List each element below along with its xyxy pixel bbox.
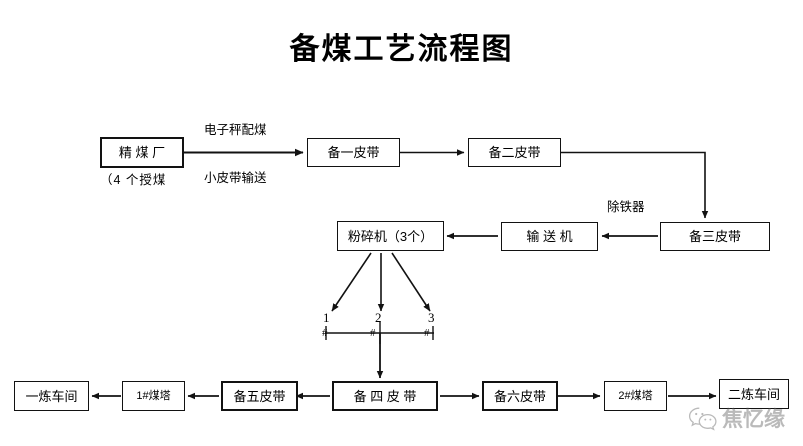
label-shoumei-note: （4 个授煤: [100, 173, 167, 187]
node-meita-2[interactable]: 2#煤塔: [604, 381, 667, 411]
node-lianche-2[interactable]: 二炼车间: [719, 379, 789, 409]
node-beier-pidai-label: 备二皮带: [488, 145, 541, 160]
connector-fensuiji-branch-1: [331, 252, 372, 312]
connector-beier-to-beisan: [561, 151, 709, 219]
node-beisi-pidai[interactable]: 备 四 皮 带: [332, 381, 438, 411]
node-meita-1[interactable]: 1#煤塔: [122, 381, 185, 411]
node-beiliu-pidai-label: 备六皮带: [493, 388, 546, 404]
label-branch-2: 2: [375, 310, 382, 325]
node-shusongji[interactable]: 输 送 机: [501, 222, 598, 251]
label-branch-1-hash: #: [322, 327, 328, 339]
node-meita-1-label: 1#煤塔: [136, 389, 171, 402]
node-lianche-1-label: 一炼车间: [25, 388, 78, 404]
node-lianche-1[interactable]: 一炼车间: [14, 381, 89, 411]
node-meita-2-label: 2#煤塔: [618, 389, 653, 402]
label-xiaopidai-shusong: 小皮带输送: [204, 171, 267, 185]
node-beiyi-pidai[interactable]: 备一皮带: [307, 138, 400, 167]
connector-fensuiji-branch-3: [391, 252, 431, 312]
node-beiwu-pidai[interactable]: 备五皮带: [221, 381, 298, 411]
node-fensuiji[interactable]: 粉碎机（3个）: [337, 221, 444, 251]
node-lianche-2-label: 二炼车间: [727, 386, 780, 402]
label-branch-3: 3: [428, 310, 435, 325]
node-beisi-pidai-label: 备 四 皮 带: [353, 388, 417, 404]
node-shusongji-label: 输 送 机: [526, 229, 573, 244]
label-dianzicheng-peimei: 电子秤配煤: [204, 123, 267, 137]
node-jingmeichang[interactable]: 精 煤 厂: [100, 137, 184, 168]
label-chutieqi: 除铁器: [607, 200, 645, 214]
node-jingmeichang-label: 精 煤 厂: [118, 145, 166, 160]
node-beier-pidai[interactable]: 备二皮带: [468, 138, 561, 167]
node-beisan-pidai-label: 备三皮带: [688, 229, 741, 244]
page-title: 备煤工艺流程图: [289, 33, 514, 66]
node-beiliu-pidai[interactable]: 备六皮带: [482, 381, 558, 411]
node-fensuiji-label: 粉碎机（3个）: [347, 228, 434, 244]
node-beiyi-pidai-label: 备一皮带: [327, 145, 380, 160]
label-branch-1: 1: [323, 310, 330, 325]
node-beisan-pidai[interactable]: 备三皮带: [660, 222, 770, 251]
label-branch-2-hash: #: [370, 327, 376, 339]
node-beiwu-pidai-label: 备五皮带: [233, 388, 286, 404]
label-branch-3-hash: #: [424, 327, 430, 339]
